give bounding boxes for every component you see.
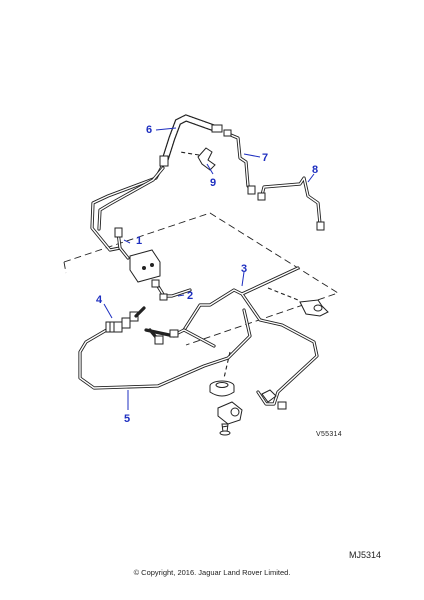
callout-7: 7 (262, 152, 268, 164)
clip-pointer (179, 151, 200, 156)
screw-head (219, 430, 231, 436)
copyright-notice: © Copyright, 2016. Jaguar Land Rover Lim… (133, 568, 291, 577)
grommet-body (209, 386, 235, 397)
callout-6-leader (155, 127, 177, 131)
brake-pipe-2-inner (155, 282, 191, 297)
pipe-clip-right (261, 389, 277, 403)
hose-end-fitting (159, 155, 169, 167)
pipe-7-nut-2 (247, 185, 256, 195)
brake-pipe-8-inner (261, 177, 321, 225)
callout-7-leader (243, 153, 261, 158)
pipe-clip (217, 401, 243, 425)
grommet-top (215, 382, 229, 388)
callout-1: 1 (136, 235, 142, 247)
valve-nut (129, 311, 139, 322)
lower-nut (154, 335, 164, 345)
callout-8-leader (307, 173, 315, 183)
callout-5: 5 (124, 413, 130, 425)
front-brake-pipe-2 (97, 166, 165, 231)
floor-outline-left (63, 261, 67, 274)
callout-3-leader (241, 271, 245, 287)
pipe-3-nut (277, 401, 287, 410)
branch-pipe-inner (175, 329, 215, 347)
brake-pipe-7-inner (225, 132, 253, 191)
clip-upper-hole (313, 304, 323, 312)
floor-outline (63, 212, 340, 346)
callout-1-leader (123, 239, 131, 244)
screw-thread (221, 425, 229, 428)
pipe-7-nut (223, 129, 232, 137)
hose-clip (197, 147, 216, 171)
connector-nut (114, 227, 123, 238)
callout-9-leader (206, 163, 214, 175)
pipe-2-nut (151, 279, 160, 288)
callout-2: 2 (187, 290, 193, 302)
flexible-hose-pattern (162, 115, 217, 163)
hose-end-fitting-2 (211, 124, 223, 133)
callout-3: 3 (241, 263, 247, 275)
clip-upper-pointer (267, 287, 299, 301)
lower-nut-2 (169, 329, 179, 338)
callout-9: 9 (210, 177, 216, 189)
grommet-pointer (223, 351, 231, 379)
callout-8: 8 (312, 164, 318, 176)
clip-hole (230, 407, 240, 417)
bracket-hole (142, 266, 146, 270)
callout-6: 6 (146, 124, 152, 136)
drawing-reference-code: V55314 (316, 431, 342, 438)
illustration-code: MJ5314 (349, 550, 382, 560)
pipe-8-nut-2 (316, 221, 325, 231)
callout-4: 4 (96, 294, 103, 306)
front-brake-pipe-2-inner (98, 167, 164, 230)
valve-end (121, 317, 131, 329)
bracket-hole-2 (150, 263, 154, 267)
brake-pipe-3-inner (183, 267, 318, 405)
pipe-8-nut (257, 192, 266, 201)
callout-2-leader (177, 294, 185, 297)
callout-4-leader (103, 303, 113, 319)
junction-bracket (129, 249, 161, 283)
brake-pipe-5-inner (79, 309, 251, 389)
pipe-2-nut-2 (159, 293, 168, 301)
valve-pipe (134, 306, 146, 318)
